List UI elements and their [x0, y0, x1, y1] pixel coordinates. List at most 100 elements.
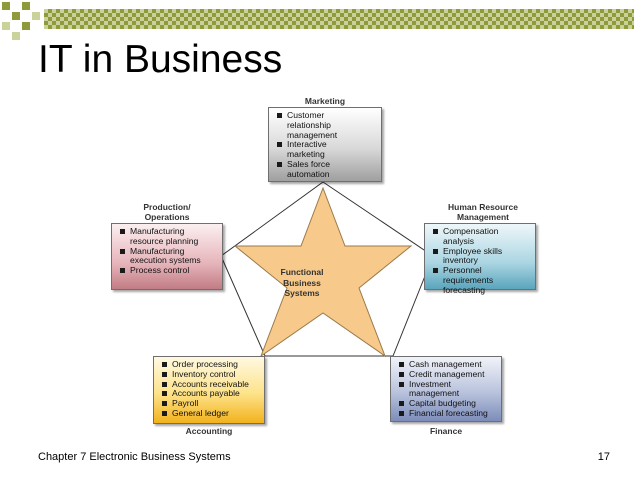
bullet-icon — [162, 410, 167, 416]
star-shape — [233, 186, 413, 358]
bullet-icon — [277, 161, 282, 167]
page-number: 17 — [597, 451, 610, 463]
item-line: Inventory control — [172, 368, 236, 379]
center-label-line: Functional — [280, 267, 324, 277]
list-item: Accounts receivable — [162, 378, 260, 390]
production-title: Production/ Operations — [111, 202, 223, 222]
list-item: Capital budgeting — [399, 398, 497, 409]
list-item: Compensation analysis — [433, 226, 531, 247]
item-line: Accounts receivable — [172, 378, 249, 389]
item-line: Capital budgeting — [409, 398, 476, 409]
item-line: Manufacturing — [130, 226, 185, 236]
list-item: Sales force automation — [277, 158, 377, 180]
list-item: Manufacturing resource planning — [120, 226, 218, 247]
list-item: General ledger — [162, 407, 260, 419]
item-line: management — [287, 129, 338, 140]
bullet-icon — [162, 391, 167, 397]
item-line: Personnel requirements — [443, 265, 494, 285]
bullet-icon — [120, 268, 125, 274]
item-line: Customer — [287, 110, 325, 120]
list-item: Accounts payable — [162, 388, 260, 399]
item-line: Cash management — [409, 359, 482, 369]
list-item: Employee skills inventory — [433, 245, 531, 267]
list-item: Personnel requirements forecasting — [433, 265, 531, 295]
production-box: Manufacturing resource planning Manufact… — [111, 223, 223, 290]
title-line: Operations — [144, 212, 190, 222]
title-bar-pattern — [44, 9, 634, 29]
footer-chapter-text: Chapter 7 Electronic Business Systems — [38, 451, 231, 463]
item-line: Payroll — [172, 398, 199, 409]
decorative-squares — [2, 2, 40, 40]
item-line: Employee skills — [443, 245, 503, 256]
item-line: Compensation — [443, 226, 499, 236]
list-item: Investment management — [399, 378, 497, 400]
item-line: Interactive — [287, 139, 327, 150]
bullet-icon — [277, 113, 282, 118]
item-line: analysis — [443, 235, 475, 246]
bullet-icon — [399, 362, 404, 367]
list-item: Interactive marketing — [277, 139, 377, 160]
center-label-line: Systems — [284, 288, 320, 298]
bullet-icon — [162, 401, 167, 407]
bullet-icon — [399, 410, 404, 416]
bullet-icon — [162, 371, 167, 377]
hr-box: Compensation analysis Employee skills in… — [424, 223, 536, 295]
list-item: Financial forecasting — [399, 407, 497, 419]
item-line: Accounts payable — [172, 388, 240, 399]
bullet-icon — [399, 401, 404, 407]
marketing-title: Marketing — [304, 96, 346, 106]
item-line: Financial forecasting — [409, 407, 488, 418]
list-item: Customer relationship management — [277, 110, 377, 140]
item-line: General ledger — [172, 407, 229, 418]
item-line: Sales force — [287, 158, 330, 169]
production-list: Manufacturing resource planning Manufact… — [120, 226, 218, 276]
item-line: Process control — [130, 265, 190, 276]
bullet-icon — [399, 381, 404, 387]
bullet-icon — [433, 268, 438, 274]
item-line: Manufacturing — [130, 245, 185, 256]
item-line: execution systems — [130, 255, 201, 266]
list-item: Process control — [120, 265, 218, 276]
bullet-icon — [433, 248, 438, 254]
center-label-line: Business — [283, 277, 321, 288]
list-item: Cash management — [399, 359, 497, 370]
bullet-icon — [399, 371, 404, 377]
pentagon-outline — [220, 181, 434, 357]
accounting-list: Order processing Inventory control Accou… — [162, 359, 260, 419]
finance-list: Cash management Credit management Invest… — [399, 359, 497, 419]
item-line: Investment management — [409, 378, 460, 399]
bullet-icon — [120, 248, 125, 254]
item-line: inventory — [443, 255, 478, 266]
list-item: Manufacturing execution systems — [120, 245, 218, 267]
item-line: automation — [287, 168, 330, 179]
list-item: Inventory control — [162, 368, 260, 380]
finance-title: Finance — [429, 426, 463, 436]
item-line: Credit management — [409, 368, 485, 379]
item-line: Order processing — [172, 359, 238, 369]
finance-box: Cash management Credit management Invest… — [390, 356, 502, 422]
marketing-box: Customer relationship management Interac… — [268, 107, 382, 182]
hr-list: Compensation analysis Employee skills in… — [433, 226, 531, 296]
page-title: IT in Business — [38, 38, 283, 81]
item-line: relationship — [287, 119, 331, 130]
bullet-icon — [433, 229, 438, 234]
item-line: marketing — [287, 149, 325, 160]
bullet-icon — [120, 229, 125, 234]
hr-title: Human Resource Management — [424, 202, 542, 222]
bullet-icon — [277, 142, 282, 148]
center-label: Functional Business Systems — [272, 267, 332, 299]
item-line: forecasting — [443, 284, 486, 295]
bullet-icon — [162, 362, 167, 367]
list-item: Order processing — [162, 359, 260, 370]
accounting-box: Order processing Inventory control Accou… — [153, 356, 265, 424]
bullet-icon — [162, 381, 167, 387]
title-line: Human Resource — [448, 202, 518, 212]
title-line: Production/ — [143, 202, 191, 212]
item-line: resource planning — [130, 235, 199, 246]
list-item: Payroll — [162, 398, 260, 409]
title-line: Management — [457, 212, 509, 222]
marketing-list: Customer relationship management Interac… — [277, 110, 377, 180]
list-item: Credit management — [399, 368, 497, 380]
